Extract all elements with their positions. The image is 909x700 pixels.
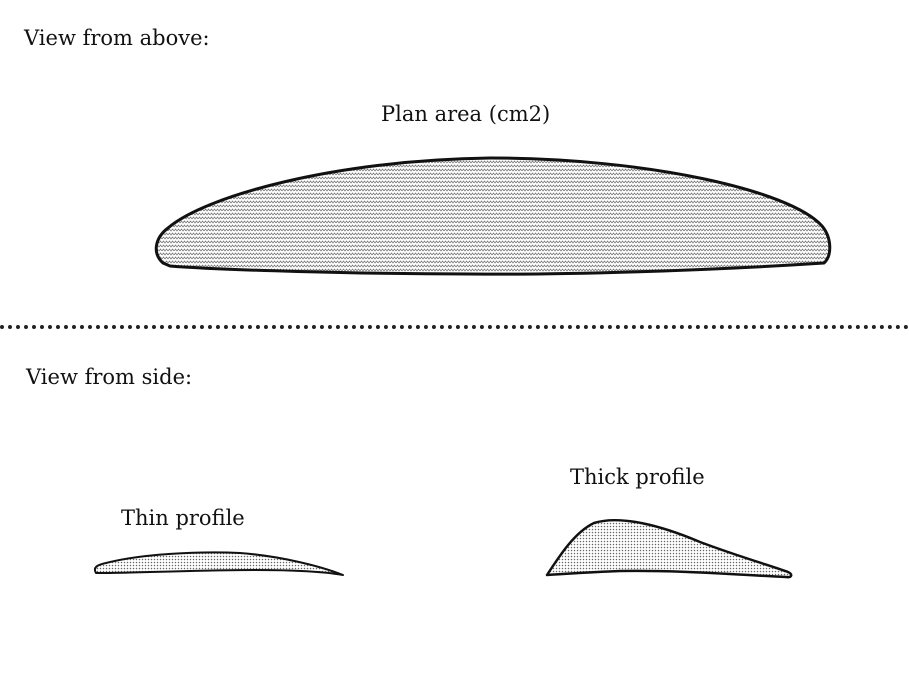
section-divider	[0, 325, 909, 329]
plan-area-label: Plan area (cm2)	[381, 102, 551, 126]
view-from-above-heading: View from above:	[24, 26, 210, 50]
thin-profile-shape	[93, 551, 344, 576]
thick-profile-label: Thick profile	[570, 465, 705, 489]
view-from-side-heading: View from side:	[26, 365, 193, 389]
plan-area-shape	[154, 156, 832, 276]
thick-profile-shape	[545, 518, 793, 579]
thin-profile-label: Thin profile	[121, 506, 245, 530]
